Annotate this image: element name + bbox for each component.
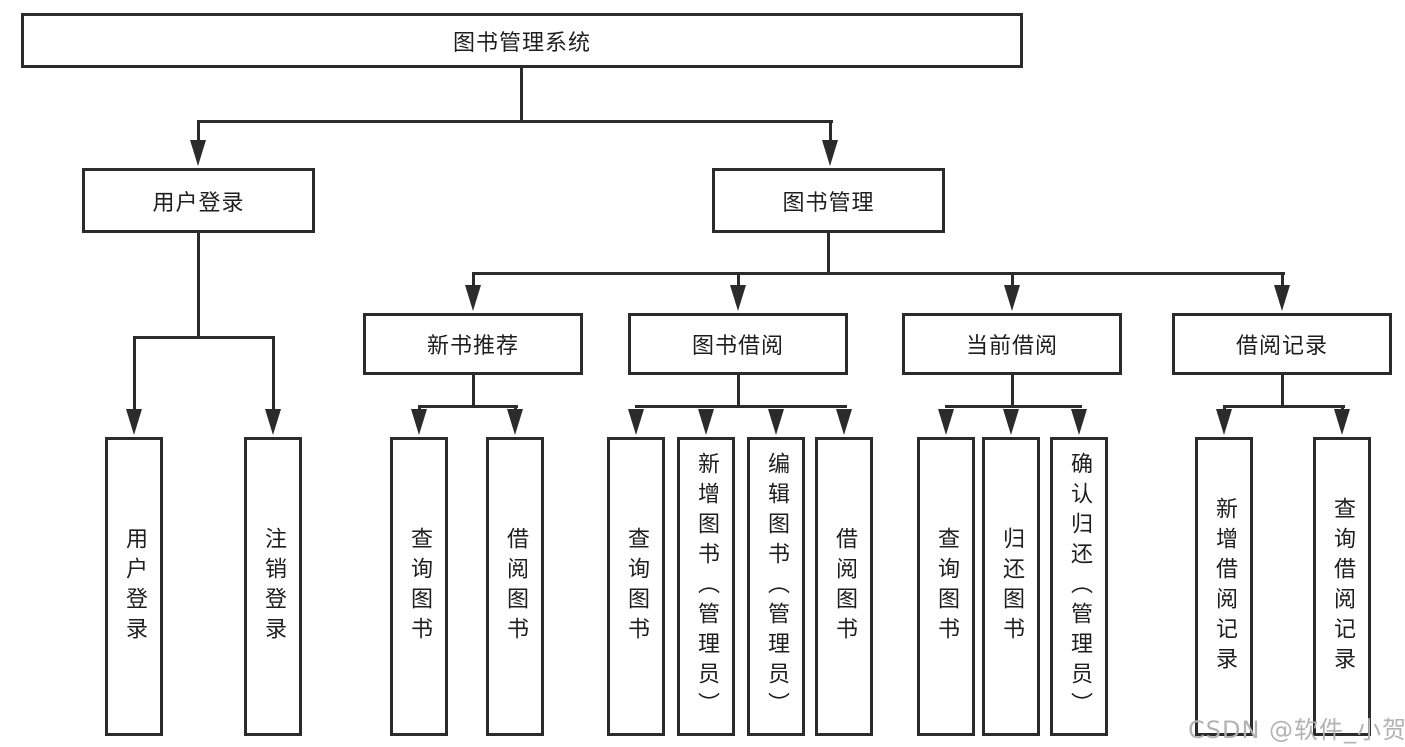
leaf-cb-query-books-label: 查询图书 [934,526,959,647]
leaf-bb-add-books-admin: 新增图书（管理员） [677,437,735,736]
connector-line [472,375,475,405]
node-current-borrow-label: 当前借阅 [965,334,1058,359]
connector-arrow-down [190,140,206,166]
leaf-cb-query-books: 查询图书 [917,437,975,736]
connector-line [472,272,1285,275]
connector-line [1011,272,1014,288]
leaf-logout-login-label: 注销登录 [261,526,286,647]
connector-arrow-down [126,409,142,435]
connector-arrow-down [411,409,427,435]
connector-arrow-down [1216,409,1232,435]
connector-line [520,68,523,120]
leaf-bb-query-books: 查询图书 [607,437,665,736]
leaf-bb-borrow-books-label: 借阅图书 [832,526,857,647]
node-new-book-recommend: 新书推荐 [363,313,583,375]
connector-line [945,405,1082,408]
csdn-watermark: CSDN @软件_小贺同学 [1188,716,1405,744]
leaf-bb-edit-books-admin-label: 编辑图书（管理员） [764,451,789,722]
leaf-br-query-record-label: 查询借阅记录 [1330,496,1355,677]
connector-line [272,336,275,412]
connector-line [1223,405,1345,408]
connector-line [133,336,275,339]
connector-arrow-down [265,409,281,435]
connector-line [197,120,833,123]
node-borrow-records: 借阅记录 [1172,313,1392,375]
connector-arrow-down [698,409,714,435]
connector-arrow-down [1004,285,1020,311]
connector-line [737,375,740,405]
node-new-book-recommend-label: 新书推荐 [426,334,519,359]
leaf-cb-return-books: 归还图书 [982,437,1040,736]
node-book-borrow: 图书借阅 [628,313,848,375]
leaf-bb-edit-books-admin: 编辑图书（管理员） [747,437,805,736]
leaf-user-login-label: 用户登录 [122,526,147,647]
leaf-bb-query-books-label: 查询图书 [624,526,649,647]
leaf-nbr-query-books-label: 查询图书 [407,526,432,647]
leaf-nbr-borrow-books: 借阅图书 [486,437,544,736]
leaf-user-login: 用户登录 [105,437,163,736]
connector-arrow-down [1274,285,1290,311]
connector-line [1281,375,1284,405]
leaf-logout-login: 注销登录 [244,437,302,736]
node-user-login: 用户登录 [82,168,315,233]
connector-arrow-down [1003,409,1019,435]
connector-arrow-down [628,409,644,435]
connector-line [418,405,518,408]
leaf-br-query-record: 查询借阅记录 [1313,437,1371,736]
node-book-management-label: 图书管理 [782,190,875,216]
connector-arrow-down [822,140,838,166]
connector-line [472,272,475,288]
connector-line [1281,272,1284,288]
node-book-management: 图书管理 [712,168,945,233]
connector-arrow-down [730,285,746,311]
connector-arrow-down [507,409,523,435]
leaf-cb-confirm-return-admin-label: 确认归还（管理员） [1067,451,1092,722]
connector-line [197,120,200,144]
connector-line [133,336,136,412]
connector-line [197,233,200,336]
leaf-nbr-query-books: 查询图书 [390,437,448,736]
node-user-login-label: 用户登录 [152,190,245,216]
leaf-bb-borrow-books: 借阅图书 [815,437,873,736]
leaf-br-add-record-label: 新增借阅记录 [1212,496,1237,677]
connector-arrow-down [836,409,852,435]
leaf-br-add-record: 新增借阅记录 [1195,437,1253,736]
connector-arrow-down [768,409,784,435]
leaf-nbr-borrow-books-label: 借阅图书 [503,526,528,647]
node-book-borrow-label: 图书借阅 [691,334,784,359]
node-borrow-records-label: 借阅记录 [1235,334,1328,359]
node-root-label: 图书管理系统 [452,30,591,56]
leaf-cb-return-books-label: 归还图书 [999,526,1024,647]
leaf-cb-confirm-return-admin: 确认归还（管理员） [1050,437,1108,736]
connector-line [1011,375,1014,405]
connector-line [827,233,830,272]
connector-arrow-down [938,409,954,435]
node-root: 图书管理系统 [21,13,1023,68]
connector-arrow-down [465,285,481,311]
connector-arrow-down [1071,409,1087,435]
connector-line [737,272,740,288]
leaf-bb-add-books-admin-label: 新增图书（管理员） [694,451,719,722]
connector-line [635,405,847,408]
connector-arrow-down [1334,409,1350,435]
connector-line [829,120,832,144]
node-current-borrow: 当前借阅 [902,313,1122,375]
